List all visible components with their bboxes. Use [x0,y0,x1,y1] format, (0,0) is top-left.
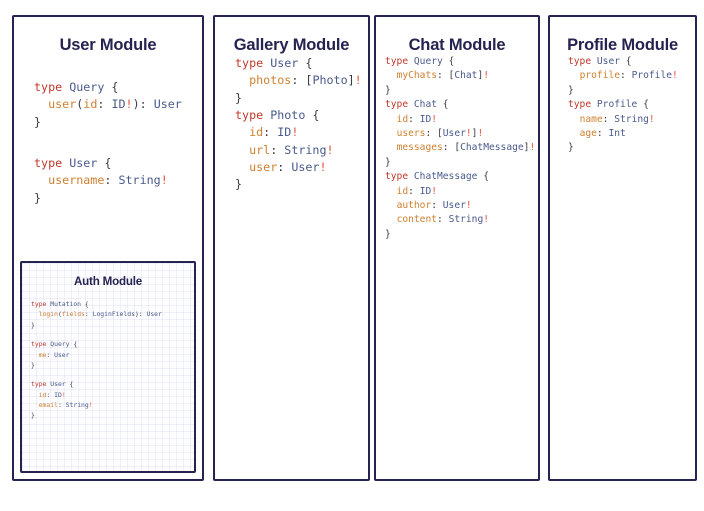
module-card-gallery[interactable]: Gallery Module type User { photos: [Phot… [213,15,370,481]
code-block-auth-query: type Query { me: User } [31,340,78,369]
module-title-profile: Profile Module [567,36,678,54]
code-block-auth-mutation: type Mutation { login(fields: LoginField… [31,300,162,329]
module-card-profile[interactable]: Profile Module type User { profile: Prof… [548,15,697,481]
code-block-user-query: type Query { user(id: ID!): User } [34,80,182,129]
code-block-gallery-user: type User { photos: [Photo]! } [235,56,362,105]
code-block-chat-query: type Query { myChats: [Chat]! } [385,56,489,96]
module-title-auth: Auth Module [74,275,142,288]
code-block-gallery-photo: type Photo { id: ID! url: String! user: … [235,107,334,192]
module-card-chat[interactable]: Chat Module type Query { myChats: [Chat]… [374,15,540,481]
code-block-auth-user: type User { id: ID! email: String! } [31,380,93,420]
module-title-gallery: Gallery Module [233,36,350,54]
code-block-profile-profile: type Profile { name: String! age: Int } [568,99,655,154]
code-block-user-type: type User { username: String! } [34,155,168,205]
code-block-profile-user: type User { profile: Profile! } [568,56,678,96]
code-block-chat-chat: type Chat { id: ID! users: [User!]! mess… [385,99,536,168]
module-card-auth[interactable]: Auth Module type Mutation { login(fields… [20,261,196,473]
code-block-chat-message: type ChatMessage { id: ID! author: User!… [385,171,489,240]
module-title-chat: Chat Module [408,36,506,54]
module-title-user: User Module [59,36,157,54]
module-card-user[interactable]: User Module type Query { user(id: ID!): … [12,15,204,481]
